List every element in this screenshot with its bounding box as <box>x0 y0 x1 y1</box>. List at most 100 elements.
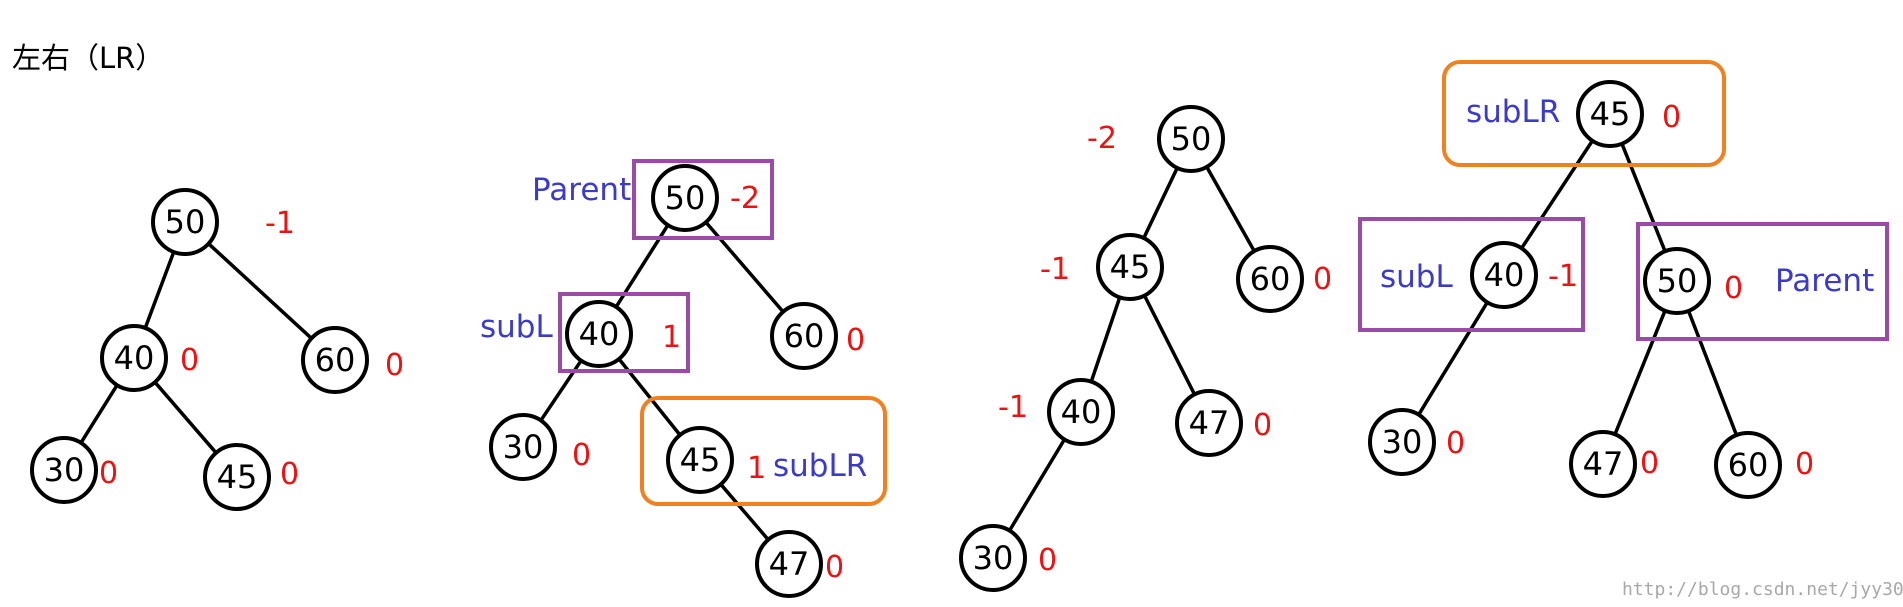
highlight-box <box>1636 222 1889 341</box>
tree-edge <box>143 250 176 330</box>
node-value: 60 <box>1250 260 1291 298</box>
tree-node: 30 <box>30 436 98 504</box>
node-value: 50 <box>1171 120 1212 158</box>
nodes-layer: 50 40 60 30 45 50 40 60 30 45 47 50 45 60 40 47 30 45 40 50… <box>30 80 1782 598</box>
balance-factor: -2 <box>730 181 760 216</box>
tree-node: 47 <box>1569 430 1637 498</box>
tree-node: 60 <box>770 302 838 370</box>
tree-edge <box>1416 300 1490 417</box>
node-value: 40 <box>114 339 155 377</box>
node-circle <box>1714 431 1782 499</box>
node-value: 60 <box>1728 446 1769 484</box>
tree-node: 40 <box>1470 241 1538 309</box>
pointer-label: subLR <box>773 448 867 484</box>
balance-factor: 0 <box>1640 446 1659 481</box>
node-value: 30 <box>44 451 85 489</box>
balance-factor: -1 <box>1040 252 1070 287</box>
node-value: 47 <box>1583 445 1624 483</box>
node-value: 60 <box>315 341 356 379</box>
highlight-boxes-layer <box>558 60 1889 506</box>
tree-edge <box>153 380 218 455</box>
tree-node: 60 <box>1236 245 1304 313</box>
node-value: 50 <box>1657 262 1698 300</box>
node-circle <box>1175 389 1243 457</box>
balance-factor: -2 <box>1087 121 1117 156</box>
node-circle <box>565 300 633 368</box>
node-circle <box>151 188 219 256</box>
tree-edge <box>1089 295 1122 384</box>
balance-factor: 0 <box>1662 100 1681 135</box>
node-value: 45 <box>1590 95 1631 133</box>
node-value: 45 <box>217 458 258 496</box>
balance-factor: 0 <box>846 323 865 358</box>
node-circle <box>1470 241 1538 309</box>
tree-node: 40 <box>100 324 168 392</box>
highlight-box <box>558 292 690 373</box>
pointer-label: Parent <box>532 172 631 208</box>
balance-factor: 0 <box>180 343 199 378</box>
sublr-highlight-box <box>1442 60 1726 167</box>
tree-node: 30 <box>489 413 557 481</box>
watermark: http://blog.csdn.net/jyy305 <box>1622 579 1903 600</box>
balance-factor: 0 <box>572 438 591 473</box>
node-circle <box>959 524 1027 592</box>
node-value: 45 <box>680 441 721 479</box>
node-circle <box>1096 233 1164 301</box>
node-value: 30 <box>973 539 1014 577</box>
node-circle <box>100 324 168 392</box>
tree-node: 45 <box>1576 80 1644 148</box>
node-circle <box>301 326 369 394</box>
balance-factor: 0 <box>385 348 404 383</box>
tree-node: 40 <box>1047 378 1115 446</box>
tree-node: 50 <box>1643 247 1711 315</box>
node-value: 40 <box>579 315 620 353</box>
node-value: 45 <box>1110 248 1151 286</box>
diagram-title: 左右（LR） <box>12 41 164 75</box>
node-circle <box>770 302 838 370</box>
balance-factor: -1 <box>265 206 295 241</box>
pointer-label: subL <box>480 309 553 345</box>
node-circle <box>1157 105 1225 173</box>
node-value: 47 <box>1189 404 1230 442</box>
node-circle <box>1643 247 1711 315</box>
tree-node: 50 <box>151 188 219 256</box>
balance-factor: -1 <box>998 390 1028 425</box>
balance-factor: 1 <box>662 320 681 355</box>
node-circle <box>651 164 719 232</box>
balance-factor: 1 <box>747 451 766 486</box>
tree-edge <box>719 482 770 542</box>
node-circle <box>1368 408 1436 476</box>
tree-edge <box>1519 138 1595 251</box>
node-value: 50 <box>665 179 706 217</box>
tree-node: 60 <box>1714 431 1782 499</box>
pointer-label: subLR <box>1466 94 1560 130</box>
highlight-box <box>632 159 774 240</box>
node-circle <box>1236 245 1304 313</box>
balance-factor: 0 <box>99 456 118 491</box>
node-value: 30 <box>503 428 544 466</box>
node-circle <box>666 426 734 494</box>
node-circle <box>1576 80 1644 148</box>
tree-edge <box>206 241 314 341</box>
tree-node: 60 <box>301 326 369 394</box>
tree-edge <box>1686 309 1739 437</box>
tree-node: 47 <box>755 530 823 598</box>
tree-node: 45 <box>203 443 271 511</box>
balance-factor: 0 <box>1446 426 1465 461</box>
balance-factor: 0 <box>1724 271 1743 306</box>
tree-node: 47 <box>1175 389 1243 457</box>
tree-node: 40 <box>565 300 633 368</box>
tree-edge <box>1142 166 1179 240</box>
balance-factor: 0 <box>825 550 844 585</box>
balance-factor: -1 <box>1548 259 1578 294</box>
node-circle <box>1047 378 1115 446</box>
tree-node: 45 <box>666 426 734 494</box>
balance-factor: 0 <box>1038 543 1057 578</box>
tree-node: 45 <box>1096 233 1164 301</box>
node-value: 47 <box>769 545 810 583</box>
pointer-label: Parent <box>1775 263 1874 299</box>
pointer-label: subL <box>1380 259 1453 295</box>
tree-node: 50 <box>1157 105 1225 173</box>
